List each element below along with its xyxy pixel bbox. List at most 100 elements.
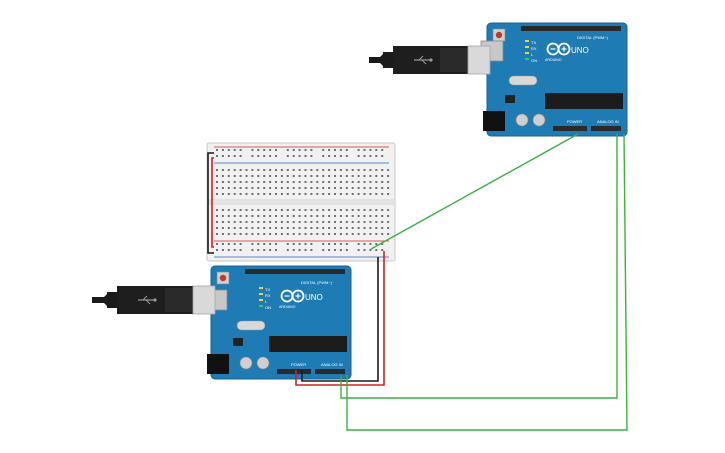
power-jack[interactable] — [207, 354, 229, 374]
breadboard-hole — [339, 209, 342, 211]
power-label: POWER — [567, 119, 582, 124]
breadboard-hole — [280, 215, 283, 217]
breadboard-hole — [304, 193, 307, 195]
breadboard-hole — [351, 215, 354, 217]
breadboard-hole — [345, 227, 348, 229]
breadboard-hole — [263, 249, 266, 251]
breadboard-hole — [221, 221, 224, 223]
wire-green-a4[interactable] — [340, 134, 618, 399]
breadboard-hole — [292, 169, 295, 171]
breadboard-hole — [381, 249, 384, 251]
wire-green-a5[interactable] — [346, 133, 628, 431]
breadboard-hole — [387, 169, 390, 171]
breadboard-hole — [263, 209, 266, 211]
usb-cable-top[interactable] — [369, 45, 491, 75]
breadboard-hole — [251, 181, 254, 183]
breadboard-hole — [304, 233, 307, 235]
breadboard-hole — [216, 221, 218, 223]
breadboard-hole — [233, 193, 236, 195]
breadboard-hole — [310, 209, 313, 211]
wire-black[interactable] — [301, 257, 379, 382]
reset-button[interactable] — [219, 274, 227, 282]
breadboard-hole — [387, 209, 390, 211]
reset-button[interactable] — [495, 31, 503, 39]
digital-label: DIGITAL (PWM~) — [301, 280, 333, 285]
breadboard-hole — [322, 243, 325, 245]
breadboard-hole — [345, 169, 348, 171]
breadboard-hole — [269, 181, 272, 183]
breadboard-hole — [369, 215, 372, 217]
breadboard-hole — [216, 155, 218, 157]
breadboard-hole — [351, 193, 354, 195]
breadboard-hole — [221, 209, 224, 211]
usb-cable-bottom[interactable] — [92, 285, 216, 315]
breadboard-hole — [239, 149, 242, 151]
breadboard-hole — [339, 155, 342, 157]
breadboard-hole — [316, 227, 319, 229]
analog-header[interactable] — [315, 369, 345, 374]
digital-label: DIGITAL (PWM~) — [577, 35, 609, 40]
breadboard-hole — [381, 187, 384, 189]
digital-header[interactable] — [521, 26, 621, 31]
breadboard-hole — [221, 215, 224, 217]
breadboard-hole — [275, 169, 277, 171]
analog-label: ANALOG IN — [597, 119, 619, 124]
breadboard-hole — [263, 149, 266, 151]
breadboard-hole — [257, 243, 260, 245]
breadboard-hole — [221, 227, 224, 229]
breadboard-hole — [227, 209, 230, 211]
breadboard-hole — [216, 149, 218, 151]
breadboard-hole — [257, 155, 260, 157]
breadboard-hole — [286, 181, 289, 183]
breadboard-hole — [227, 155, 230, 157]
breadboard-hole — [251, 193, 254, 195]
breadboard-hole — [387, 193, 390, 195]
wire-green-gnd[interactable] — [370, 133, 579, 250]
breadboard-hole — [298, 227, 301, 229]
wire-black-bb-left[interactable] — [207, 152, 214, 254]
analog-header[interactable] — [591, 126, 621, 131]
breadboard-hole — [251, 249, 254, 251]
breadboard-hole — [227, 193, 230, 195]
arduino-uno-bottom[interactable]: UNO ARDUINO DIGITAL (PWM~) TX RX L ON PO… — [204, 265, 352, 380]
breadboard-hole — [322, 209, 325, 211]
breadboard-hole — [269, 243, 272, 245]
power-header[interactable] — [277, 369, 311, 374]
breadboard-hole — [357, 243, 360, 245]
breadboard-hole — [322, 169, 325, 171]
wire-red[interactable] — [295, 251, 385, 386]
breadboard-hole — [269, 175, 272, 177]
breadboard-hole — [286, 175, 289, 177]
on-label: ON — [265, 305, 271, 310]
breadboard-hole — [351, 181, 354, 183]
breadboard-hole — [357, 175, 360, 177]
breadboard-hole — [298, 187, 301, 189]
digital-header[interactable] — [245, 269, 345, 274]
breadboard-hole — [387, 215, 390, 217]
wire-red-bb-left[interactable] — [211, 157, 214, 248]
breadboard-hole — [381, 175, 384, 177]
power-header[interactable] — [553, 126, 587, 131]
breadboard-hole — [334, 155, 336, 157]
breadboard-hole — [375, 193, 378, 195]
breadboard-hole — [227, 227, 230, 229]
breadboard-hole — [298, 249, 301, 251]
breadboard-hole — [345, 209, 348, 211]
breadboard[interactable] — [206, 142, 396, 262]
breadboard-hole — [375, 149, 378, 151]
power-jack[interactable] — [483, 111, 505, 131]
breadboard-hole — [257, 181, 260, 183]
breadboard-hole — [275, 233, 277, 235]
breadboard-hole — [275, 175, 277, 177]
breadboard-hole — [275, 249, 277, 251]
breadboard-hole — [216, 169, 218, 171]
breadboard-hole — [328, 249, 331, 251]
breadboard-hole — [339, 233, 342, 235]
breadboard-hole — [227, 243, 230, 245]
breadboard-hole — [351, 209, 354, 211]
breadboard-hole — [369, 209, 372, 211]
arduino-uno-top[interactable]: UNO ARDUINO DIGITAL (PWM~) TX RX L ON PO… — [480, 22, 628, 137]
breadboard-hole — [322, 149, 325, 151]
rx-label: RX — [531, 46, 537, 51]
breadboard-hole — [292, 181, 295, 183]
